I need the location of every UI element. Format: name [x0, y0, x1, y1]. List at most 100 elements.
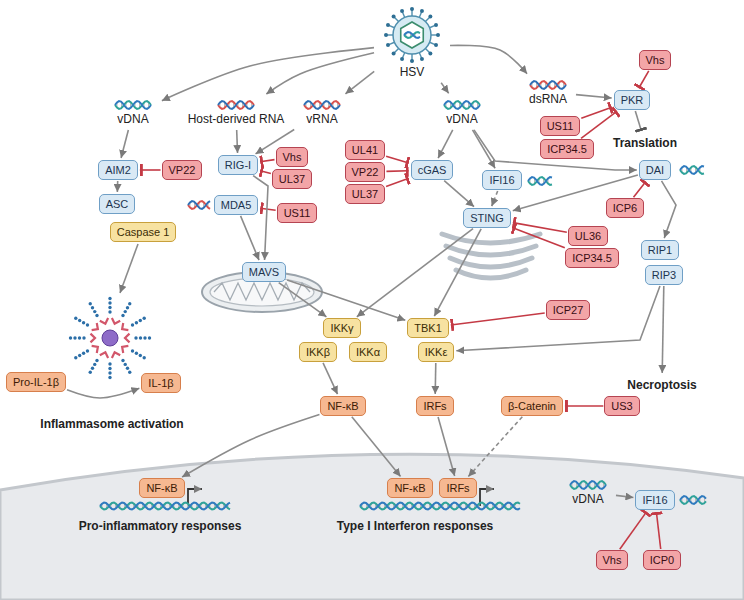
glycoprotein-head [392, 15, 396, 19]
node-text: NF-κB [146, 481, 177, 495]
helix-strand [528, 177, 552, 185]
inhibition-line [386, 178, 409, 186]
node-text: ICP27 [553, 303, 584, 317]
node-text: NF-κB [394, 481, 425, 495]
helix-strand [444, 101, 480, 109]
nucleus [0, 454, 744, 600]
asc-filament [74, 356, 77, 359]
asc-filament [95, 314, 98, 317]
node-text: IKKα [356, 345, 380, 359]
activation-arrow [323, 363, 337, 394]
asc-filament [139, 336, 142, 339]
glycoprotein-head [420, 9, 424, 13]
kinase-box: Caspase 1 [110, 222, 177, 242]
inflammasome [69, 297, 151, 379]
outcome-label: Pro-inflammatory responses [72, 516, 249, 536]
asc-filament [126, 367, 129, 370]
node-text: RIP3 [652, 268, 676, 282]
inhibition-line [386, 170, 408, 172]
node-text: cGAS [418, 163, 447, 177]
asc-filament [91, 367, 94, 370]
viral-protein-box: Vhs [596, 550, 629, 570]
nucleic-acid-icon [113, 98, 153, 112]
viral-protein-box: VP22 [345, 162, 386, 182]
helix-strand [528, 177, 552, 185]
asc-filament [91, 306, 94, 309]
glycoprotein-head [410, 59, 414, 63]
capsid [401, 22, 424, 48]
activation-arrow [121, 130, 128, 158]
node-text: ICP6 [613, 201, 637, 215]
node-text: US11 [284, 206, 311, 220]
glycoprotein-head [400, 9, 404, 13]
nlrp-ring [122, 346, 128, 353]
inflammasome-core [102, 330, 118, 346]
viral-protein-box: Vhs [639, 50, 672, 70]
node-text: dsRNA [528, 92, 568, 106]
activation-arrow [236, 130, 238, 153]
inhibition-line [639, 71, 649, 88]
inhibition-line [451, 313, 545, 325]
leader-arrow [120, 244, 138, 293]
node-text: IKKε [425, 345, 448, 359]
viral-protein-box: ICP27 [546, 300, 591, 320]
virus-node: HSV [375, 2, 449, 82]
er-membrane [446, 246, 536, 255]
asc-filament [78, 319, 81, 322]
mitochondrion-inner [210, 278, 314, 306]
sensor-box: MAVS [242, 262, 286, 282]
asc-filament [69, 336, 72, 339]
node-text: ICP0 [650, 553, 674, 567]
inhibition-line [620, 512, 647, 550]
glycoprotein-head [392, 51, 396, 55]
inhibition-line [581, 107, 612, 118]
asc-filament [139, 319, 142, 322]
activation-arrow [345, 71, 374, 93]
asc-filament [78, 354, 81, 357]
kinase-box: IKKβ [299, 342, 337, 362]
helix-strand [304, 101, 340, 109]
asc-filament [143, 317, 146, 320]
node-text: IFI16 [489, 173, 514, 187]
inhibition-line [386, 156, 409, 163]
er-membrane [456, 270, 526, 278]
inhibition-line [260, 171, 271, 174]
node-text: UL37 [352, 187, 378, 201]
viral-protein-box: UL36 [568, 226, 608, 246]
activation-arrow [117, 181, 119, 192]
asc-filament [82, 336, 85, 339]
asc-filament [108, 301, 111, 304]
activation-arrow [162, 48, 374, 101]
activation-arrow [450, 45, 527, 73]
glycoprotein-head [384, 33, 388, 37]
viral-protein-box: US3 [604, 396, 639, 416]
viral-protein-box: ICP6 [606, 198, 644, 218]
viral-protein-box: US11 [277, 203, 318, 223]
activation-arrow [492, 191, 498, 206]
activation-arrow [241, 216, 259, 260]
nlrp-ring [125, 334, 130, 343]
molecule-label: vDNA [561, 475, 615, 509]
activation-arrow [357, 229, 473, 317]
asc-filament [148, 336, 151, 339]
node-text: Vhs [603, 553, 622, 567]
node-text: IL-1β [148, 376, 173, 390]
node-text: vDNA [568, 492, 608, 506]
activation-arrow [662, 286, 664, 373]
node-text: IRFs [446, 481, 469, 495]
nlrp-ring [92, 323, 98, 330]
outcome-label: Type I Interferon responses [330, 516, 501, 536]
asc-filament [108, 297, 111, 300]
asc-filament [78, 336, 81, 339]
sensor-box: RIP3 [645, 265, 683, 285]
inhibition-line [565, 405, 603, 407]
activation-arrow [287, 280, 405, 320]
sensor-box: AIM2 [98, 160, 138, 180]
outcome-label: Translation [606, 133, 684, 153]
glycoprotein-head [434, 23, 438, 27]
asc-filament [135, 321, 138, 324]
factor-box: IL-1β [141, 373, 180, 393]
helix-strand [530, 81, 566, 89]
node-text: NF-κB [327, 399, 358, 413]
node-text: US3 [611, 399, 632, 413]
